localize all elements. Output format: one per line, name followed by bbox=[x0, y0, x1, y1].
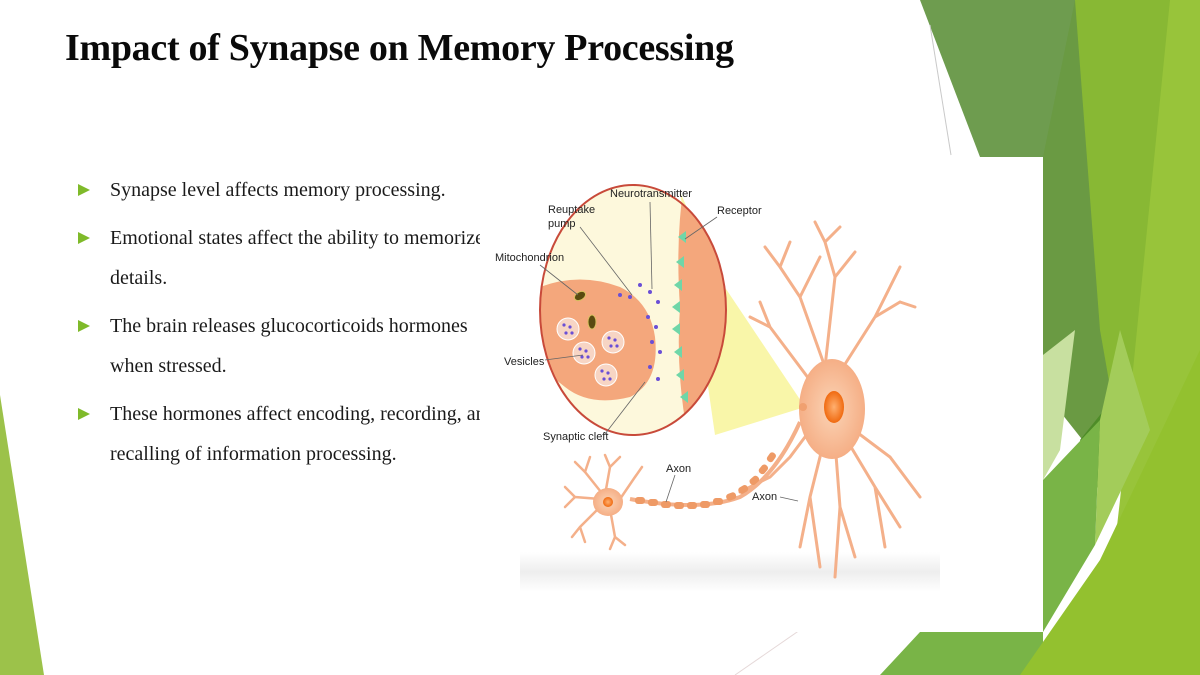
mitochondria bbox=[573, 290, 597, 330]
bullet-item: Synapse level affects memory processing. bbox=[76, 170, 496, 210]
label-receptor: Receptor bbox=[717, 205, 762, 217]
label-axon-left: Axon bbox=[666, 463, 691, 475]
bullet-arrow-icon bbox=[78, 408, 90, 420]
bullet-text: Synapse level affects memory processing. bbox=[110, 179, 446, 201]
label-reuptake-pump-2: pump bbox=[548, 218, 576, 230]
small-neuron-nucleus bbox=[603, 497, 613, 507]
green-shape-left bbox=[0, 395, 44, 675]
presynaptic-terminal bbox=[540, 279, 656, 401]
floor-shadow bbox=[520, 552, 940, 592]
bullet-item: The brain releases glucocorticoids hormo… bbox=[76, 306, 496, 386]
small-neuron-dendrites bbox=[563, 453, 644, 551]
synapse-illustration: Neurotransmitter Reuptake pump Receptor … bbox=[495, 184, 940, 592]
bullet-arrow-icon bbox=[78, 320, 90, 332]
label-mitochondrion: Mitochondrion bbox=[495, 252, 564, 264]
green-shape-bottom-light bbox=[1020, 350, 1200, 675]
label-reuptake-pump-1: Reuptake bbox=[548, 204, 595, 216]
bullet-text: These hormones affect encoding, recordin… bbox=[110, 403, 496, 465]
label-axon-right: Axon bbox=[752, 491, 777, 503]
axon-myelin bbox=[629, 421, 802, 509]
decor-line-top bbox=[929, 24, 952, 156]
bullet-arrow-icon bbox=[78, 232, 90, 244]
label-leader-lines bbox=[539, 201, 799, 503]
green-shape-right-pale bbox=[1043, 330, 1075, 480]
magnification-circle-border bbox=[539, 184, 727, 436]
green-shape-top bbox=[920, 0, 1080, 157]
decor-line-bottom bbox=[734, 629, 801, 675]
neuron-dendrites bbox=[738, 220, 922, 579]
synapse-contact bbox=[799, 403, 807, 411]
receptors bbox=[672, 231, 688, 403]
bullet-text: The brain releases glucocorticoids hormo… bbox=[110, 315, 468, 377]
neurotransmitter-dots bbox=[618, 283, 662, 381]
bullet-item: These hormones affect encoding, recordin… bbox=[76, 394, 496, 474]
label-vesicles: Vesicles bbox=[504, 356, 545, 368]
label-neurotransmitter: Neurotransmitter bbox=[610, 188, 692, 200]
green-shape-bottom-mid bbox=[880, 420, 1100, 675]
vesicles bbox=[556, 317, 625, 387]
bullet-text: Emotional states affect the ability to m… bbox=[110, 227, 484, 289]
label-synaptic-cleft: Synaptic cleft bbox=[543, 431, 608, 443]
green-shape-right-lime bbox=[1095, 330, 1150, 545]
bullet-arrow-icon bbox=[78, 184, 90, 196]
bullet-item: Emotional states affect the ability to m… bbox=[76, 218, 496, 298]
vesicle-contents bbox=[562, 323, 619, 381]
slide-title: Impact of Synapse on Memory Processing bbox=[65, 27, 734, 69]
neuron-nucleus bbox=[824, 391, 844, 423]
green-shape-right-mid bbox=[1075, 0, 1175, 500]
bullet-list: Synapse level affects memory processing.… bbox=[76, 170, 496, 482]
